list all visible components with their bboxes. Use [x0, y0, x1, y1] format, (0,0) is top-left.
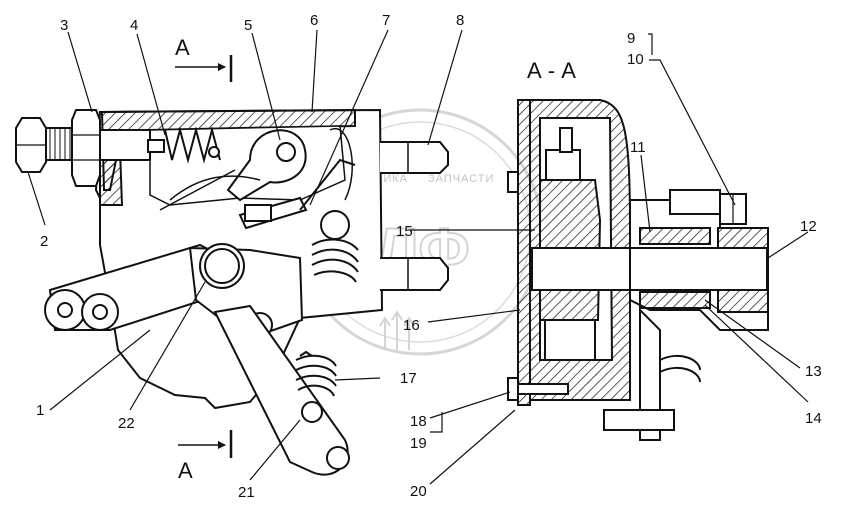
leader-lines — [27, 29, 809, 485]
callout-1: 1 — [36, 402, 44, 419]
callout-15: 15 — [396, 223, 413, 240]
callout-13: 13 — [805, 363, 822, 380]
callout-4: 4 — [130, 17, 138, 34]
callout-18: 18 — [410, 413, 427, 430]
section-title: А - А — [527, 58, 576, 83]
callout-5: 5 — [244, 17, 252, 34]
callout-8: 8 — [456, 12, 464, 29]
callout-labels: 1 2 3 4 5 6 7 8 9 10 11 12 13 14 15 16 1… — [36, 12, 822, 501]
callout-7: 7 — [382, 12, 390, 29]
section-mark-top-label: А — [175, 35, 190, 60]
callout-21: 21 — [238, 484, 255, 501]
callout-10: 10 — [627, 51, 644, 68]
upper-lever — [159, 129, 307, 211]
callout-6: 6 — [310, 12, 318, 29]
callout-9: 9 — [627, 30, 635, 47]
callout-14: 14 — [805, 410, 822, 427]
governor-spring — [164, 126, 221, 164]
section-mark-top: А — [175, 35, 233, 82]
section-mark-bottom: А — [178, 430, 233, 483]
section-housing — [507, 99, 769, 441]
lower-lever — [213, 304, 350, 476]
callout-17: 17 — [400, 370, 417, 387]
watermark-line2: ЗАПЧАСТИ — [428, 173, 494, 185]
callout-bracket — [648, 33, 653, 55]
watermark-wheat-icon — [379, 310, 415, 350]
callout-19: 19 — [410, 435, 427, 452]
adjusting-screw — [15, 109, 165, 187]
callout-12: 12 — [800, 218, 817, 235]
side-spring — [311, 210, 359, 283]
section-mark-bottom-label: А — [178, 458, 193, 483]
callout-11: 11 — [630, 139, 646, 156]
callout-22: 22 — [118, 415, 135, 432]
callout-16: 16 — [403, 317, 420, 334]
rocker-plate — [238, 158, 356, 230]
callout-2: 2 — [40, 233, 48, 250]
lower-spring — [295, 350, 337, 397]
callout-3: 3 — [60, 17, 68, 34]
callout-20: 20 — [410, 483, 427, 500]
main-lever — [44, 243, 234, 331]
